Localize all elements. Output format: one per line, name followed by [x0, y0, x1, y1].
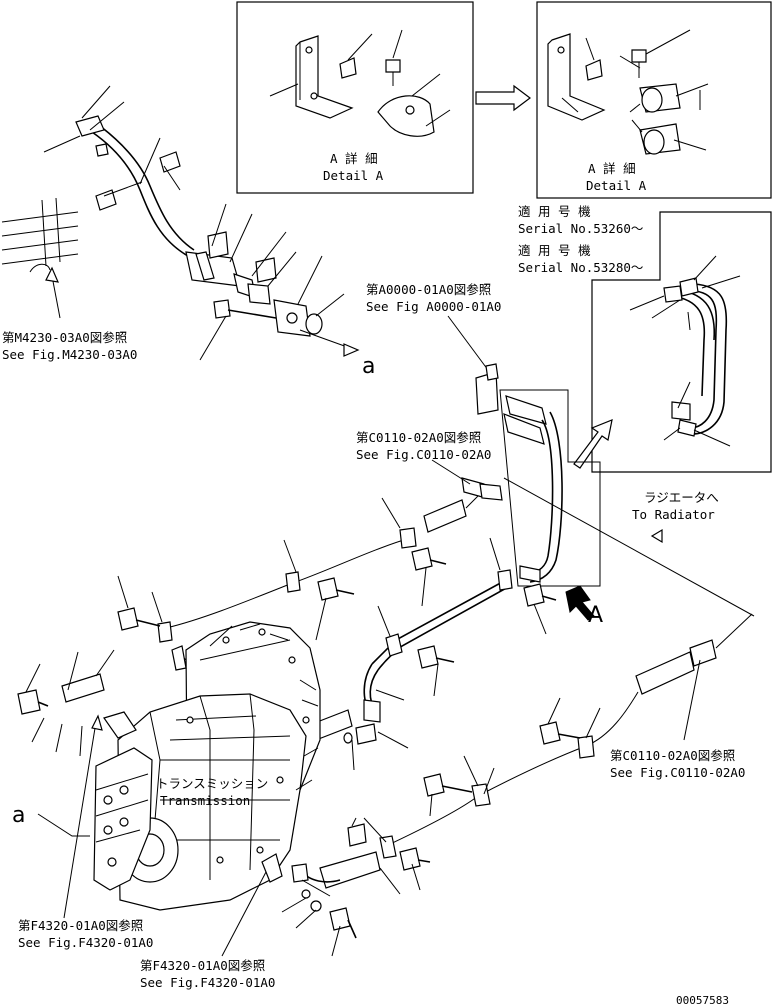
lower-pipe-assembly — [281, 817, 401, 929]
marker-a-left: a — [12, 803, 25, 828]
transmission-jp: トランスミッション — [156, 776, 268, 791]
transmission-label: トランスミッション Transmission — [156, 776, 268, 808]
ref-a0000-en: See Fig A0000-01A0 — [366, 299, 501, 314]
ref-f4320-left-jp: 第F4320-01A0図参照 — [18, 918, 143, 933]
ref-m4230-en: See Fig.M4230-03A0 — [2, 347, 137, 362]
detail-a-right-en: Detail A — [586, 178, 647, 193]
ref-c0110-top-jp: 第C0110-02A0図参照 — [356, 430, 481, 445]
marker-a-left-leader — [37, 813, 90, 837]
ref-m4230: 第M4230-03A0図参照 See Fig.M4230-03A0 — [2, 330, 137, 362]
transmission-en: Transmission — [160, 793, 250, 808]
detail-a-left-en: Detail A — [323, 168, 384, 183]
transmission-body — [93, 621, 321, 911]
ref-c0110-right-en: See Fig.C0110-02A0 — [610, 765, 745, 780]
detail-a-left-jp: A 詳 細 — [330, 151, 378, 166]
detail-a-right-panel: A 詳 細 Detail A — [536, 1, 772, 199]
serial-labels: 適 用 号 機 Serial No.53260～ 適 用 号 機 Serial … — [518, 204, 643, 275]
center-hose-assembly — [423, 363, 601, 587]
detail-a-right-jp: A 詳 細 — [588, 161, 636, 176]
arrow-a-label: A — [588, 603, 603, 628]
ref-f4320-bottom: 第F4320-01A0図参照 See Fig.F4320-01A0 — [140, 871, 275, 990]
ref-a0000-jp: 第A0000-01A0図参照 — [366, 282, 491, 297]
drawing-number: 00057583 — [676, 994, 729, 1007]
ref-c0110-right: 第C0110-02A0図参照 See Fig.C0110-02A0 — [610, 748, 745, 780]
view-arrow-a: A — [565, 585, 603, 628]
serial-1-en: Serial No.53260～ — [518, 221, 643, 236]
serial-detail-panel — [591, 211, 772, 473]
upper-pipe-assembly — [1, 85, 360, 361]
radiator-label: ラジエータへ To Radiator — [503, 477, 755, 617]
tube-runs — [157, 527, 753, 859]
serial-2-jp: 適 用 号 機 — [518, 243, 591, 258]
ref-c0110-top-en: See Fig.C0110-02A0 — [356, 447, 491, 462]
detail-a-left-panel: A 詳 細 Detail A — [236, 1, 474, 194]
detail-transition-arrow — [475, 84, 531, 112]
ref-f4320-bottom-en: See Fig.F4320-01A0 — [140, 975, 275, 990]
ref-f4320-left: 第F4320-01A0図参照 See Fig.F4320-01A0 — [18, 714, 153, 950]
marker-a-upper: a — [362, 354, 375, 379]
ref-c0110-right-jp: 第C0110-02A0図参照 — [610, 748, 735, 763]
panel-pointer-arrow — [573, 419, 613, 469]
ref-c0110-top: 第C0110-02A0図参照 See Fig.C0110-02A0 — [356, 430, 491, 462]
serial-1-jp: 適 用 号 機 — [518, 204, 591, 219]
ref-a0000: 第A0000-01A0図参照 See Fig A0000-01A0 — [366, 282, 501, 371]
ref-f4320-left-en: See Fig.F4320-01A0 — [18, 935, 153, 950]
serial-2-en: Serial No.53280～ — [518, 260, 643, 275]
radiator-jp: ラジエータへ — [644, 490, 719, 505]
ref-f4320-bottom-jp: 第F4320-01A0図参照 — [140, 958, 265, 973]
radiator-en: To Radiator — [632, 507, 715, 522]
ref-m4230-jp: 第M4230-03A0図参照 — [2, 330, 127, 345]
